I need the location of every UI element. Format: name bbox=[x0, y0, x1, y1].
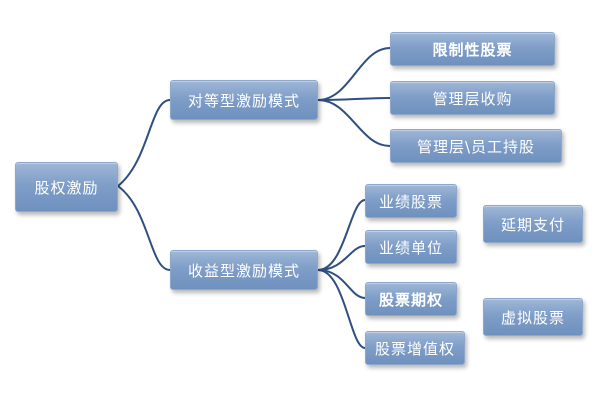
leaf-node-performance-units: 业绩单位 bbox=[365, 230, 457, 264]
connector-root-to-equal-mode bbox=[117, 99, 171, 187]
side-node-phantom-stock: 虚拟股票 bbox=[483, 298, 583, 336]
connector-equal-to-restricted-stock bbox=[317, 47, 391, 101]
root-node: 股权激励 bbox=[15, 162, 118, 212]
connector-equal-to-esop bbox=[317, 99, 391, 147]
connector-root-to-income-mode bbox=[117, 185, 171, 271]
branch-node-income-mode: 收益型激励模式 bbox=[170, 250, 318, 290]
branch-node-equal-mode: 对等型激励模式 bbox=[170, 80, 318, 120]
leaf-node-performance-shares: 业绩股票 bbox=[365, 184, 457, 218]
connector-income-to-stock-options bbox=[317, 269, 366, 299]
connector-income-to-performance-units bbox=[317, 245, 366, 271]
leaf-node-mbo: 管理层收购 bbox=[390, 81, 555, 115]
connector-income-to-performance-shares bbox=[317, 199, 366, 271]
connector-income-to-sar bbox=[317, 269, 366, 349]
side-node-deferred-payment: 延期支付 bbox=[483, 205, 583, 243]
leaf-node-esop: 管理层\员工持股 bbox=[390, 129, 562, 163]
connector-equal-to-mbo bbox=[317, 97, 391, 101]
leaf-node-stock-options: 股票期权 bbox=[365, 282, 457, 316]
leaf-node-sar: 股票增值权 bbox=[365, 331, 465, 365]
leaf-node-restricted-stock: 限制性股票 bbox=[390, 32, 555, 66]
